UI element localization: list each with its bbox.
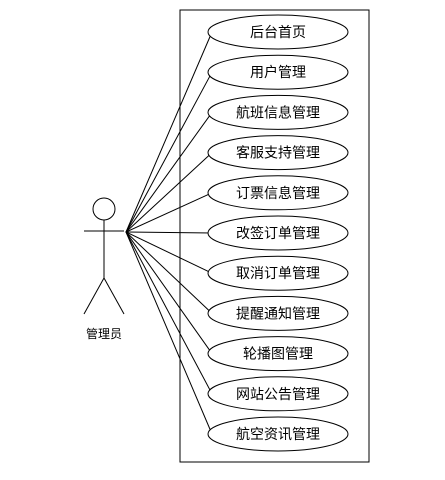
use-case-ellipse <box>207 416 349 452</box>
association-line <box>125 152 213 233</box>
use-case: 用户管理 <box>207 54 349 90</box>
use-case: 改签订单管理 <box>207 215 349 251</box>
use-case: 订票信息管理 <box>207 175 349 211</box>
use-case: 网站公告管理 <box>207 376 349 412</box>
use-case-label: 轮播图管理 <box>243 347 313 363</box>
actor-right-leg <box>103 277 125 315</box>
use-case-ellipse <box>207 94 349 130</box>
actor-left-leg <box>83 277 105 315</box>
use-case-label: 提醒通知管理 <box>236 305 320 322</box>
use-case-label: 改签订单管理 <box>236 225 320 242</box>
association-lines <box>125 31 213 435</box>
association-line <box>125 231 213 314</box>
use-case: 航空资讯管理 <box>207 416 349 452</box>
use-case-label: 航空资讯管理 <box>236 427 320 443</box>
association-line <box>125 231 213 354</box>
use-cases: 后台首页用户管理航班信息管理客服支持管理订票信息管理改签订单管理取消订单管理提醒… <box>207 14 349 452</box>
association-line <box>125 231 213 435</box>
use-case-label: 用户管理 <box>250 64 306 81</box>
use-case: 提醒通知管理 <box>207 295 349 331</box>
use-case-ellipse <box>207 175 349 211</box>
association-line <box>125 231 213 234</box>
use-case-label: 客服支持管理 <box>236 145 320 162</box>
use-case-label: 取消订单管理 <box>236 266 320 282</box>
association-line <box>125 31 213 233</box>
use-case-ellipse <box>207 215 349 251</box>
use-case-ellipse <box>207 255 349 291</box>
actor: 管理员 <box>83 197 125 341</box>
use-case: 轮播图管理 <box>207 336 349 372</box>
use-case-ellipse <box>207 376 349 412</box>
use-case: 客服支持管理 <box>207 135 349 171</box>
association-line <box>125 231 213 395</box>
use-case-ellipse <box>207 336 349 372</box>
use-case-label: 航班信息管理 <box>236 104 320 121</box>
association-line <box>125 71 213 233</box>
system-boundary <box>179 9 370 463</box>
use-case-label: 订票信息管理 <box>236 185 320 202</box>
actor-head <box>92 197 116 221</box>
use-case-ellipse <box>207 295 349 331</box>
use-case-label: 后台首页 <box>250 25 306 41</box>
use-case-ellipse <box>207 135 349 171</box>
use-case: 航班信息管理 <box>207 94 349 130</box>
association-line <box>125 112 213 233</box>
use-case: 后台首页 <box>207 14 349 50</box>
use-case-ellipse <box>207 14 349 50</box>
use-case: 取消订单管理 <box>207 255 349 291</box>
association-line <box>125 192 213 233</box>
use-case-ellipse <box>207 54 349 90</box>
use-case-label: 网站公告管理 <box>236 387 320 403</box>
actor-label: 管理员 <box>86 326 122 341</box>
association-line <box>125 231 213 274</box>
